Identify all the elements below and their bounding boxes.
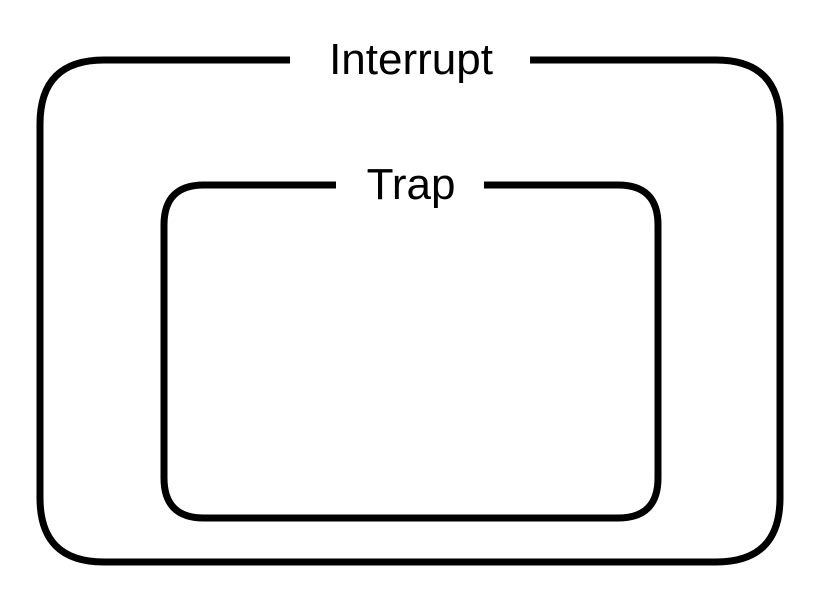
interrupt-label: Interrupt (329, 35, 493, 84)
trap-label: Trap (367, 160, 456, 209)
trap-box (160, 181, 662, 522)
interrupt-box (36, 56, 784, 566)
